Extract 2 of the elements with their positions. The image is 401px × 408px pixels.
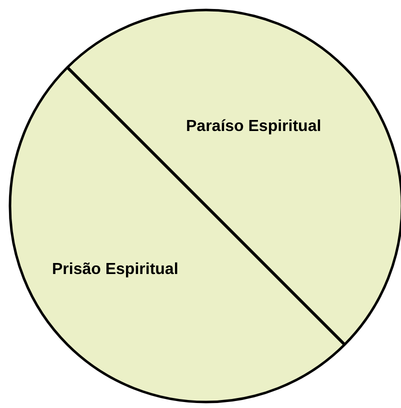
region-label: Prisão Espiritual: [52, 261, 178, 279]
region-label: Paraíso Espiritual: [186, 118, 322, 136]
